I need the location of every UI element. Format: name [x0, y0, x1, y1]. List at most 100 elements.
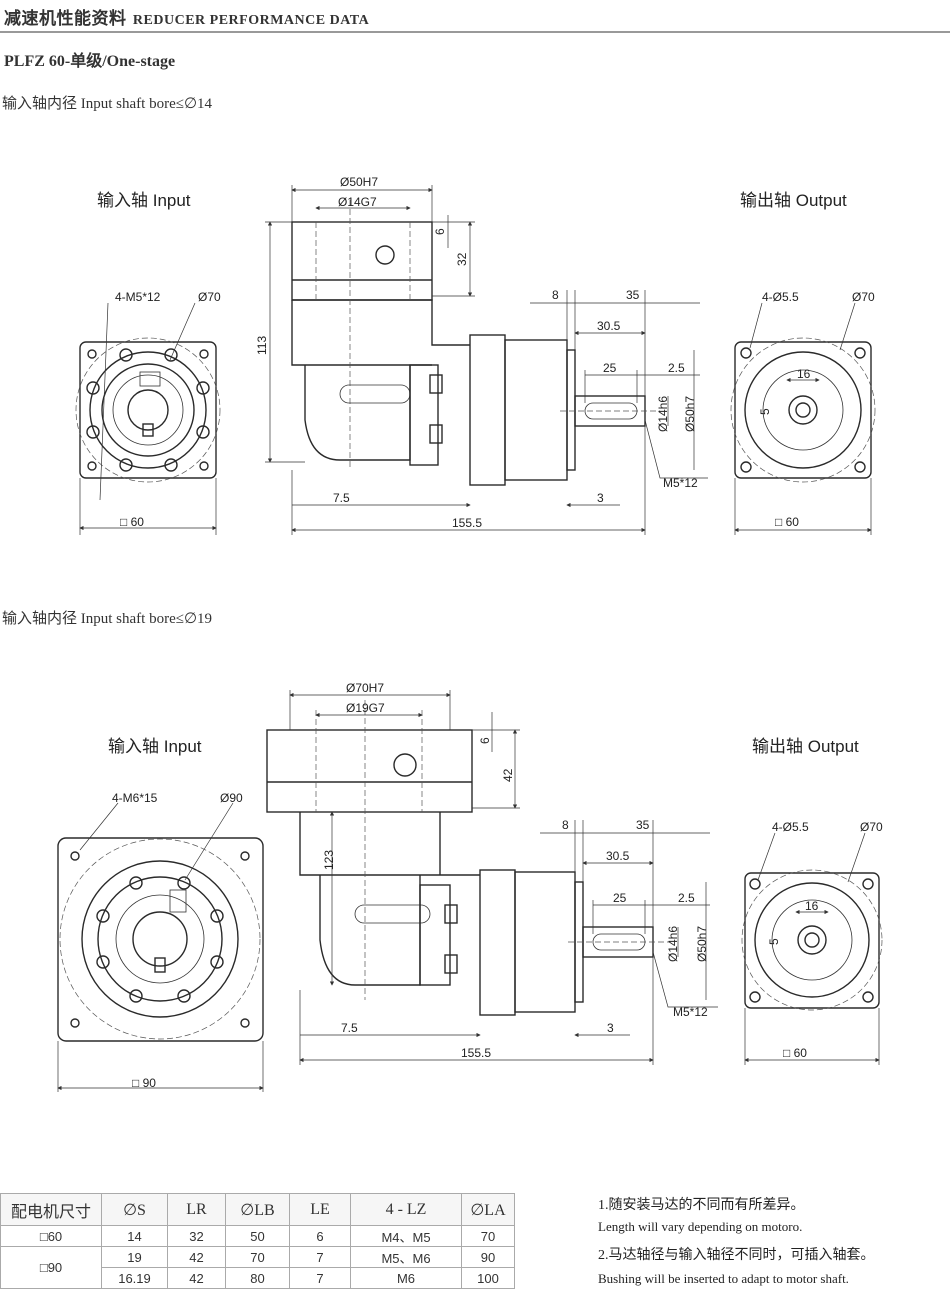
dim-length: 155.5: [452, 516, 482, 530]
dim-shaft: Ø14h6: [666, 926, 680, 962]
dim-pilot: Ø50h7: [695, 926, 709, 962]
cell: 19: [101, 1246, 168, 1268]
col-s: ∅S: [101, 1193, 168, 1226]
drawing-2: 输入轴 Input 输出轴 Output 4-M6*15 Ø90 □ 90: [57, 681, 883, 1092]
cell: 7: [289, 1246, 351, 1268]
bore-label-1: 输入轴内径 Input shaft bore≤∅14: [2, 96, 213, 112]
cell: M4、M5: [350, 1225, 462, 1247]
col-lb: ∅LB: [225, 1193, 290, 1226]
cell: 42: [167, 1246, 226, 1268]
dim-25: 25: [613, 891, 627, 905]
dim-out-square: □ 60: [783, 1046, 807, 1060]
dim-out-square: □ 60: [775, 515, 799, 529]
dim-30-5: 30.5: [597, 319, 621, 333]
cell: 70: [225, 1246, 290, 1268]
input-end-view: 4-M5*12 Ø70 □ 60: [75, 290, 221, 535]
dim-out-pcd: Ø70: [852, 290, 875, 304]
dim-bore-h7: Ø50H7: [340, 175, 378, 189]
input-view-label: 输入轴 Input: [97, 191, 191, 210]
dim-6: 6: [478, 737, 492, 744]
dim-height: 123: [322, 850, 336, 870]
dim-8: 8: [562, 818, 569, 832]
cell: 16.19: [101, 1267, 168, 1289]
dim-input-thread: 4-M5*12: [115, 290, 161, 304]
dim-out-pcd: Ø70: [860, 820, 883, 834]
cell: □60: [0, 1225, 102, 1247]
note-2-cn: 2.马达轴径与输入轴径不同时，可插入轴套。: [598, 1248, 875, 1263]
dim-32: 32: [455, 252, 469, 266]
dim-8: 8: [552, 288, 559, 302]
technical-drawings: 输入轴 Input 输出轴 Output 4-M5*12 Ø70 □ 60: [57, 175, 883, 1092]
header-title-cn: 减速机性能资料: [4, 9, 127, 29]
dim-7-5: 7.5: [333, 491, 350, 505]
cell: 50: [225, 1225, 290, 1247]
note-1-en: Length will vary depending on motoro.: [598, 1219, 803, 1234]
side-view: Ø50H7 Ø14G7 6 32 113 8 35 30.5 25 2.5 Ø1…: [255, 175, 708, 535]
col-lz: 4 - LZ: [350, 1193, 462, 1226]
cell: 80: [225, 1267, 290, 1289]
input-view-label: 输入轴 Input: [108, 737, 202, 756]
dim-30-5: 30.5: [606, 849, 630, 863]
note-2-en: Bushing will be inserted to adapt to mot…: [598, 1271, 849, 1286]
cell: 6: [289, 1225, 351, 1247]
dim-2-5: 2.5: [668, 361, 685, 375]
input-end-view: 4-M6*15 Ø90 □ 90: [57, 791, 264, 1092]
table-row: □60 14 32 50 6 M4、M5 70: [0, 1225, 515, 1247]
dim-input-thread: 4-M6*15: [112, 791, 158, 805]
dim-bore-h7: Ø70H7: [346, 681, 384, 695]
cell: □90: [0, 1246, 102, 1289]
dim-key-h: 5: [758, 408, 772, 415]
dim-35: 35: [626, 288, 640, 302]
dim-tap: M5*12: [673, 1005, 708, 1019]
dim-3: 3: [597, 491, 604, 505]
dim-bore-g7: Ø14G7: [338, 195, 377, 209]
drawing-1: 输入轴 Input 输出轴 Output 4-M5*12 Ø70 □ 60: [75, 175, 876, 535]
dim-key: 16: [805, 899, 819, 913]
motor-size-table: 配电机尺寸 ∅S LR ∅LB LE 4 - LZ ∅LA □60 14 32 …: [0, 1193, 515, 1289]
dim-6: 6: [433, 228, 447, 235]
cell: 32: [167, 1225, 226, 1247]
dim-bore-g7: Ø19G7: [346, 701, 385, 715]
output-end-view: 16 5 4-Ø5.5 Ø70 □ 60: [730, 290, 876, 535]
dim-out-holes: 4-Ø5.5: [762, 290, 799, 304]
cell: 100: [461, 1267, 515, 1289]
page-header: 减速机性能资料 REDUCER PERFORMANCE DATA: [4, 4, 369, 29]
table-row: □90 19 42 70 7 M5、M6 90: [0, 1246, 515, 1289]
dim-35: 35: [636, 818, 650, 832]
dim-7-5: 7.5: [341, 1021, 358, 1035]
table-row: 16.19 42 80 7 M6 100: [1, 1267, 515, 1289]
dim-input-pcd: Ø90: [220, 791, 243, 805]
dim-tap: M5*12: [663, 476, 698, 490]
col-la: ∅LA: [461, 1193, 515, 1226]
side-view: Ø70H7 Ø19G7 6 42 123 8 35 30.5 25 2.5 Ø1…: [266, 681, 718, 1065]
col-lr: LR: [167, 1193, 226, 1226]
cell: 70: [461, 1225, 515, 1247]
dim-42: 42: [501, 768, 515, 782]
cell: M6: [350, 1267, 462, 1289]
dim-input-pcd: Ø70: [198, 290, 221, 304]
dim-key: 16: [797, 367, 811, 381]
col-motor-size: 配电机尺寸: [0, 1193, 102, 1226]
bore-label-2: 输入轴内径 Input shaft bore≤∅19: [2, 611, 213, 627]
dim-2-5: 2.5: [678, 891, 695, 905]
dim-pilot: Ø50h7: [683, 396, 697, 432]
cell: 14: [101, 1225, 168, 1247]
dim-length: 155.5: [461, 1046, 491, 1060]
output-view-label: 输出轴 Output: [752, 737, 859, 756]
output-view-label: 输出轴 Output: [740, 191, 847, 210]
dim-shaft: Ø14h6: [656, 396, 670, 432]
table-header-row: 配电机尺寸 ∅S LR ∅LB LE 4 - LZ ∅LA: [0, 1193, 515, 1226]
dim-key-h: 5: [767, 938, 781, 945]
dim-25: 25: [603, 361, 617, 375]
note-1-cn: 1.随安装马达的不同而有所差异。: [598, 1198, 805, 1213]
cell: 7: [289, 1267, 351, 1289]
dim-input-square: □ 90: [132, 1076, 156, 1090]
dim-out-holes: 4-Ø5.5: [772, 820, 809, 834]
cell: 90: [461, 1246, 515, 1268]
dim-3: 3: [607, 1021, 614, 1035]
dim-input-square: □ 60: [120, 515, 144, 529]
dim-height: 113: [255, 336, 269, 355]
output-end-view: 16 5 4-Ø5.5 Ø70 □ 60: [741, 820, 883, 1065]
cell: M5、M6: [350, 1246, 462, 1268]
cell: 42: [167, 1267, 226, 1289]
